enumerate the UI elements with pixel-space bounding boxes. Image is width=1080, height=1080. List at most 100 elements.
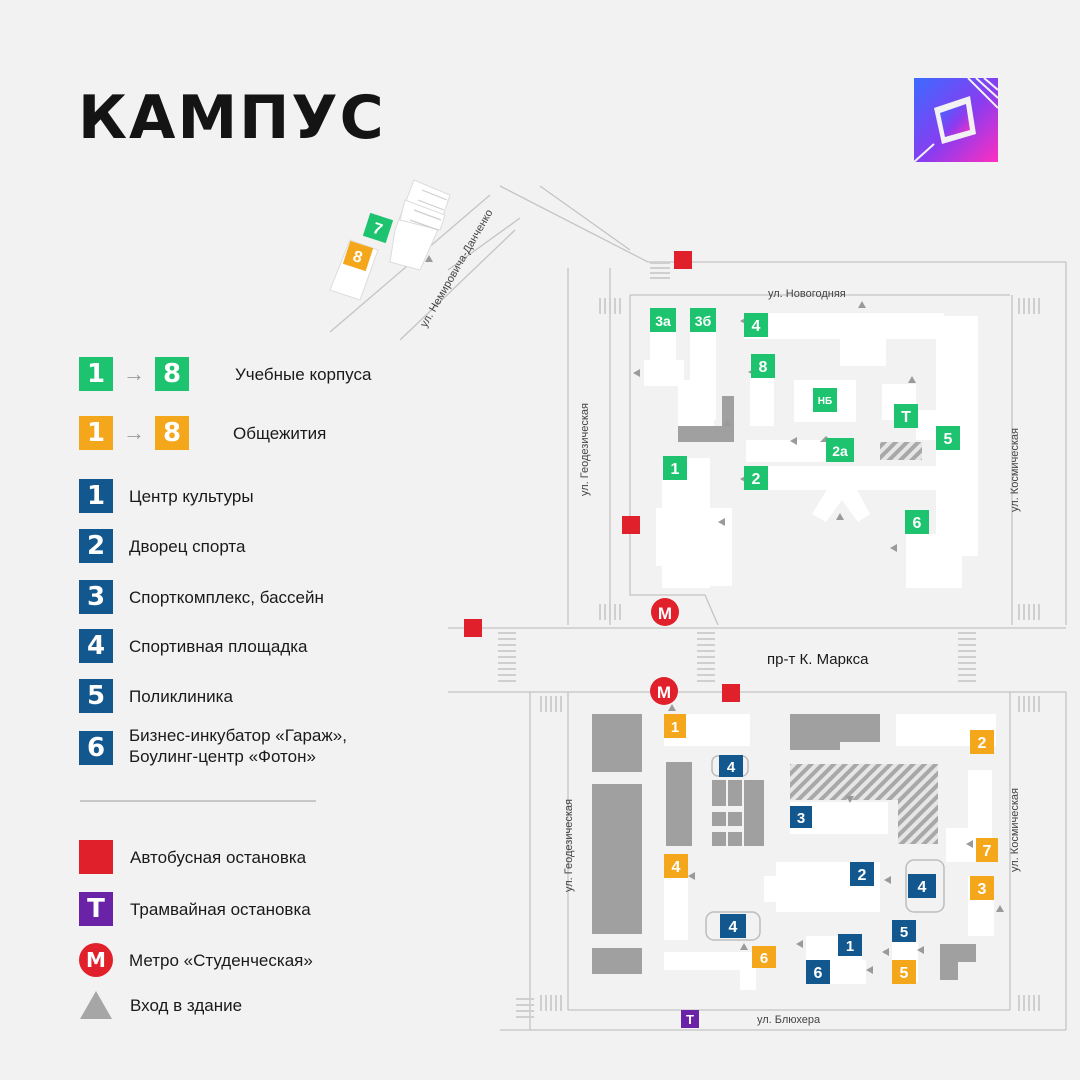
dorm-badge-7: 7: [983, 843, 992, 860]
building-steps: [409, 189, 448, 231]
dorm-badges: 8 1 2 4 7 3 6 5: [342, 240, 998, 984]
facility-badge-4: 4: [727, 759, 736, 776]
legend-facility-num: 6: [79, 731, 113, 765]
legend-facility-label: Дворец спорта: [129, 536, 246, 556]
facility-badge-4: 4: [918, 879, 927, 896]
metro-icon: М: [79, 943, 113, 977]
legend-facility-4: 4 Спортивная площадка: [79, 629, 308, 663]
street-marksa: пр-т К. Маркса: [767, 651, 869, 668]
dorm-badge-1: 1: [671, 719, 679, 736]
legend-facility-num: 4: [79, 629, 113, 663]
legend-metro-label: Метро «Студенческая»: [129, 950, 313, 970]
legend-facility-6: 6 Бизнес-инкубатор «Гараж», Боулинг-цент…: [79, 726, 347, 767]
legend-facility-3: 3 Спорткомплекс, бассейн: [79, 580, 324, 614]
facility-badge-5: 5: [900, 924, 908, 941]
academic-badge-5: 5: [944, 431, 953, 448]
tram-stop-south: Т: [681, 1010, 699, 1028]
entrance-triangle-icon: [80, 991, 112, 1019]
legend-divider: [80, 800, 316, 802]
academic-badge-6: 6: [913, 515, 922, 532]
legend-facility-label: Бизнес-инкубатор «Гараж», Боулинг-центр …: [129, 725, 347, 767]
buildings-northwest: [329, 179, 451, 301]
legend-facility-num: 3: [79, 580, 113, 614]
academic-badge-3b: 3б: [695, 313, 712, 329]
legend-facility-num: 2: [79, 529, 113, 563]
legend-academic-to: 8: [155, 357, 189, 391]
facility-badge-4: 4: [729, 919, 738, 936]
academic-badge-1: 1: [671, 461, 680, 478]
facility-badge-1: 1: [846, 938, 854, 955]
legend-facility-label: Спорткомплекс, бассейн: [129, 587, 324, 607]
street-kosmich-bottom: ул. Космическая: [1009, 788, 1021, 872]
legend-academic-from: 1: [79, 357, 113, 391]
arrow-right-icon: →: [123, 361, 145, 386]
legend-tram: Т Трамвайная остановка: [79, 892, 311, 926]
crosswalks: [498, 262, 1040, 1018]
legend-metro: М Метро «Студенческая»: [79, 943, 313, 977]
legend-facility-label: Спортивная площадка: [129, 636, 308, 656]
legend-facility-label-line2: Боулинг-центр «Фотон»: [129, 747, 316, 766]
legend-facility-2: 2 Дворец спорта: [79, 529, 245, 563]
legend-facility-label: Центр культуры: [129, 486, 254, 506]
metro-icon: М: [658, 604, 672, 623]
hatched-area-north: [880, 442, 922, 460]
legend-facility-1: 1 Центр культуры: [79, 479, 254, 513]
street-kosmich-top: ул. Космическая: [1009, 428, 1021, 512]
road-lines: [329, 185, 1067, 1031]
gray-blocks-south-cut: [712, 742, 880, 832]
bus-stop-icon: [674, 251, 692, 269]
academic-badge-t: Т: [901, 409, 911, 426]
dorm-badge-2: 2: [978, 735, 987, 752]
legend-facility-label-line1: Бизнес-инкубатор «Гараж»,: [129, 726, 347, 745]
tram-stop-icon: Т: [79, 892, 113, 926]
academic-badge-4: 4: [752, 318, 761, 335]
bus-stops: [464, 251, 740, 702]
dorm-badge-5: 5: [900, 965, 909, 982]
academic-badge-3a: 3а: [655, 313, 671, 329]
facility-badge-3: 3: [797, 810, 805, 827]
metro-icon: М: [657, 683, 671, 702]
legend-bus-label: Автобусная остановка: [130, 847, 307, 867]
legend-dorms-from: 1: [79, 416, 113, 450]
dorm-badge-4: 4: [672, 859, 681, 876]
legend-facility-label: Поликлиника: [129, 686, 233, 706]
facility-badge-2: 2: [858, 867, 867, 884]
legend-facility-5: 5 Поликлиника: [79, 679, 233, 713]
hatched-areas-south: [790, 764, 938, 844]
street-novogodnaya: ул. Новогодняя: [768, 288, 846, 300]
legend-entrance-label: Вход в здание: [130, 995, 243, 1015]
page-title: КАМПУС: [78, 83, 386, 153]
tram-stop-icon: Т: [686, 1012, 694, 1027]
academic-badge-8: 8: [759, 359, 768, 376]
buildings-north-campus: [644, 313, 978, 588]
academic-badge-2: 2: [752, 471, 761, 488]
street-blyukhera: ул. Блюхера: [757, 1014, 821, 1026]
legend-bus: Автобусная остановка: [79, 840, 306, 874]
legend-tram-label: Трамвайная остановка: [130, 899, 311, 919]
university-logo-icon: [914, 78, 998, 162]
legend-dorms: 1 → 8 Общежития: [79, 416, 326, 450]
legend-dorms-label: Общежития: [233, 423, 327, 443]
dorm-badge-3: 3: [978, 881, 987, 898]
academic-badge-2a: 2а: [832, 443, 848, 459]
bus-stop-icon: [79, 840, 113, 874]
gray-blocks-north: [678, 396, 734, 442]
metro-marker-north: М: [651, 598, 679, 626]
street-geodez-top: ул. Геодезическая: [579, 403, 591, 496]
bus-stop-icon: [622, 516, 640, 534]
academic-badges: 7 3а 3б 4 8 НБ Т 5 2а 1 2 6: [362, 212, 960, 534]
legend-dorms-to: 8: [155, 416, 189, 450]
bus-stop-icon: [722, 684, 740, 702]
facility-badges: 4 3 2 4 4 1 6 5: [719, 755, 936, 984]
street-geodez-bottom: ул. Геодезическая: [563, 799, 575, 892]
legend-facility-num: 5: [79, 679, 113, 713]
metro-marker-south: М: [650, 677, 678, 705]
facility-badge-6: 6: [814, 965, 823, 982]
legend-academic-label: Учебные корпуса: [235, 364, 372, 384]
legend-entrance: Вход в здание: [79, 990, 242, 1020]
arrow-right-icon: →: [123, 420, 145, 445]
gray-blocks-south: [592, 714, 976, 980]
bus-stop-icon: [464, 619, 482, 637]
